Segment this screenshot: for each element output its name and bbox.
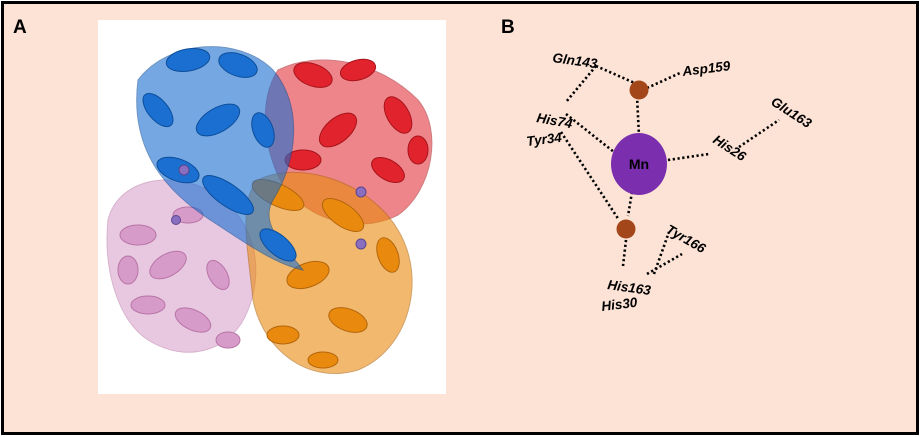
water-atom-top <box>629 80 649 100</box>
residue-tyr34: Tyr34 <box>526 130 564 149</box>
residue-glu163: Glu163 <box>768 94 814 131</box>
residue-his26: His26 <box>710 132 749 164</box>
residue-his163: His163 <box>607 277 653 298</box>
panel-b-label: B <box>501 17 515 38</box>
residue-asp159: Asp159 <box>681 58 732 79</box>
water-atom-bottom <box>616 219 636 239</box>
mn-ion <box>611 133 667 195</box>
residue-his74: His74 <box>535 110 574 131</box>
residue-tyr166: Tyr166 <box>664 222 709 257</box>
residue-gln143: Gln143 <box>552 50 599 71</box>
panel-a-label: A <box>13 17 27 38</box>
chain-orange <box>245 171 413 374</box>
metal-spheres <box>171 164 367 250</box>
protein-structure-panel <box>98 20 446 394</box>
coordination-diagram: Mn Gln143 Asp159 His74 Tyr34 Glu163 His2… <box>526 50 815 314</box>
interaction-bonds <box>559 64 780 276</box>
residue-his30: His30 <box>601 295 639 314</box>
protein-ribbon-image <box>106 46 433 374</box>
mn-label: Mn <box>629 156 649 172</box>
chain-blue <box>136 46 305 271</box>
